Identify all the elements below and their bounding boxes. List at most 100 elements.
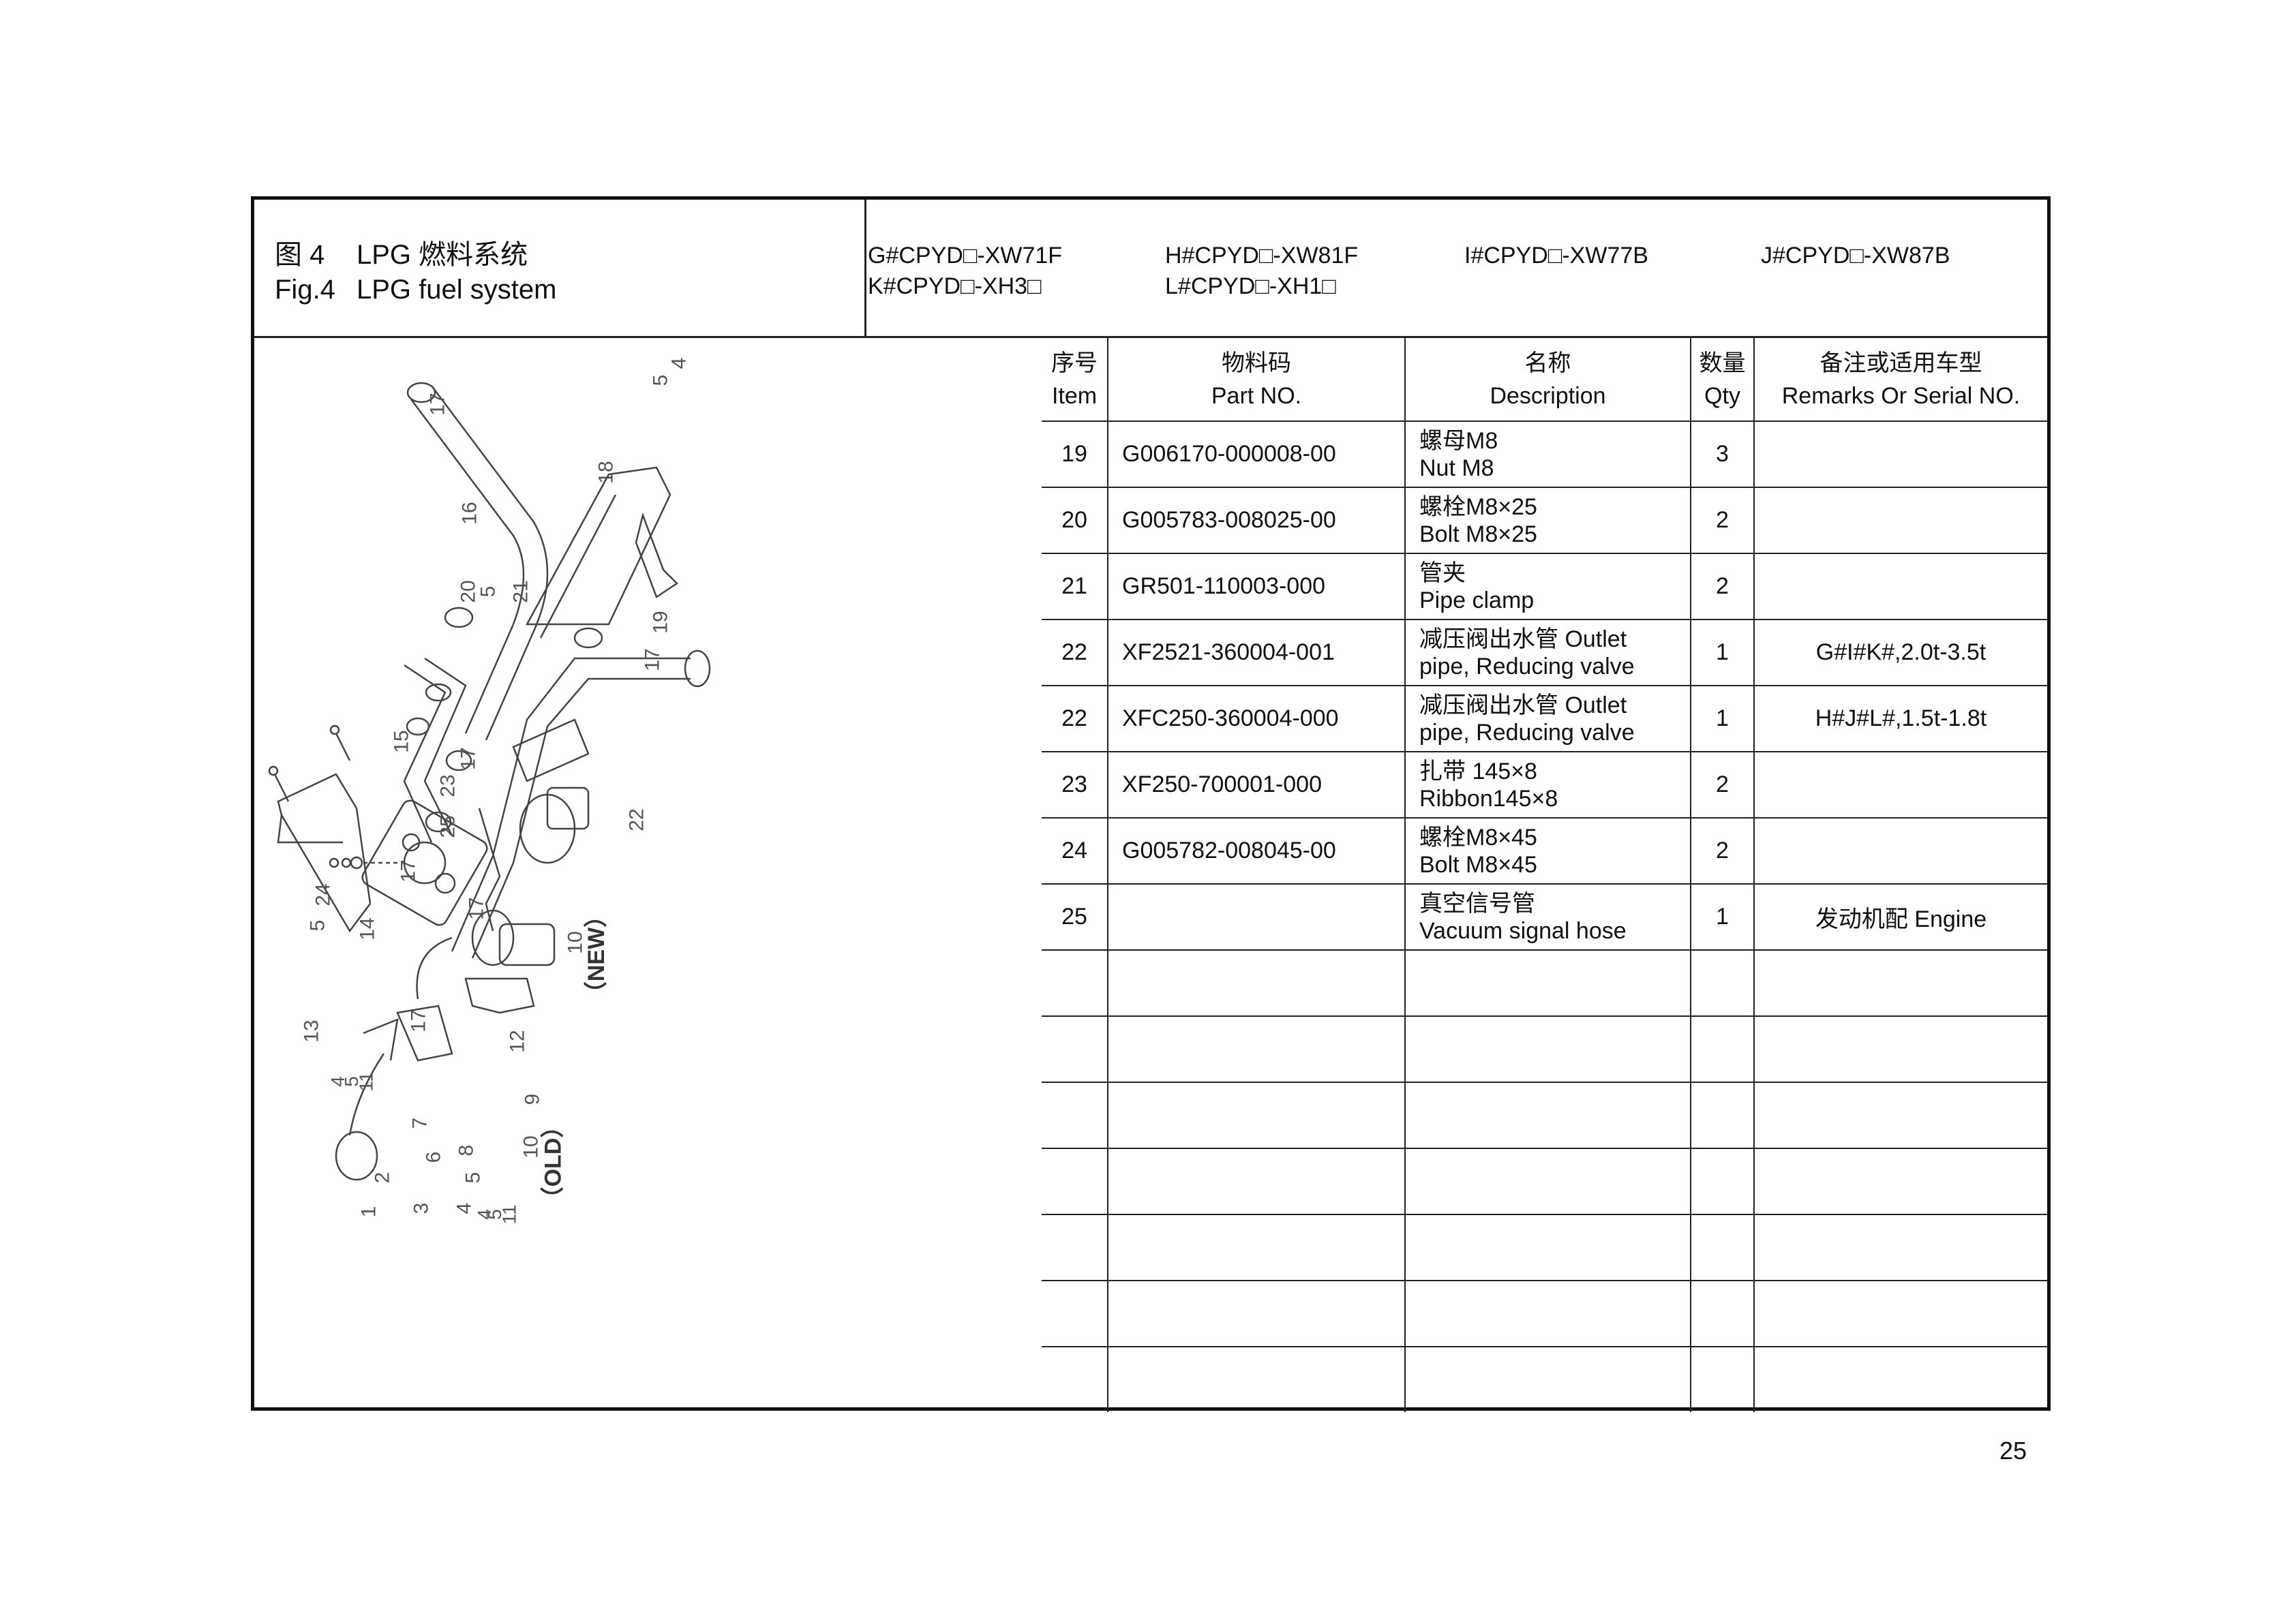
cell-remarks <box>1753 751 2047 818</box>
exploded-view-diagram: 17 16 18 4 5 20 5 21 19 17 15 17 23 25 2… <box>254 338 1042 1407</box>
model-code: H#CPYD□-XW81F <box>1165 243 1359 269</box>
cell-empty <box>1690 1280 1755 1347</box>
cell-empty <box>1753 1214 2047 1281</box>
callout-11: 11 <box>355 1071 377 1092</box>
cell-remarks <box>1753 553 2047 620</box>
model-code: J#CPYD□-XW87B <box>1761 243 1950 269</box>
callout-25: 25 <box>436 815 459 838</box>
callout-5: 5 <box>462 1172 485 1184</box>
description-en: Nut M8 <box>1419 455 1494 481</box>
table-row-empty <box>1042 1280 2047 1347</box>
cell-empty <box>1042 949 1108 1017</box>
callout-3: 3 <box>410 1202 433 1214</box>
description-en: Vacuum signal hose <box>1419 917 1627 944</box>
callout-17: 17 <box>465 897 488 920</box>
callout-8: 8 <box>455 1144 478 1157</box>
cell-part-no: G005782-008045-00 <box>1107 817 1406 885</box>
cell-empty <box>1690 1015 1755 1083</box>
description-en: Bolt M8×25 <box>1419 521 1537 547</box>
cell-part-no: G005783-008025-00 <box>1107 487 1406 554</box>
callout-17: 17 <box>426 393 449 416</box>
table-row-empty <box>1042 1148 2047 1215</box>
cell-empty <box>1042 1346 1108 1412</box>
callout-11: 11 <box>498 1204 520 1225</box>
table-row-empty <box>1042 1214 2047 1281</box>
description-en: pipe, Reducing valve <box>1419 653 1635 679</box>
model-code: K#CPYD□-XH3□ <box>868 273 1042 299</box>
cell-remarks <box>1753 487 2047 554</box>
cell-empty <box>1107 1148 1406 1215</box>
description-cn: 螺栓M8×25 <box>1419 493 1537 520</box>
cell-qty: 1 <box>1690 619 1755 686</box>
header-en: Item <box>1051 382 1098 409</box>
cell-part-no: XF250-700001-000 <box>1107 751 1406 818</box>
cell-empty <box>1753 1280 2047 1347</box>
cell-remarks: G#I#K#,2.0t-3.5t <box>1753 619 2047 686</box>
cell-empty <box>1107 1082 1406 1149</box>
description-cn: 减压阀出水管 Outlet <box>1419 692 1627 718</box>
header-cn: 备注或适用车型 <box>1819 350 1982 376</box>
callout-24: 24 <box>312 883 335 906</box>
callout-5: 5 <box>649 374 672 386</box>
cell-qty: 2 <box>1690 487 1755 554</box>
cell-empty <box>1753 1148 2047 1215</box>
callout-17: 17 <box>641 648 664 671</box>
description-en: pipe, Reducing valve <box>1419 719 1635 746</box>
callout-23: 23 <box>436 774 459 797</box>
description-en: Pipe clamp <box>1419 587 1535 613</box>
cell-part-no: XF2521-360004-001 <box>1107 619 1406 686</box>
description-cn: 减压阀出水管 Outlet <box>1419 626 1627 652</box>
cell-empty <box>1042 1015 1108 1083</box>
callout-4: 4 <box>667 357 691 369</box>
table-row-empty <box>1042 1346 2047 1412</box>
cell-item: 20 <box>1042 487 1108 554</box>
figure-number-en: Fig.4 <box>275 275 335 305</box>
variant-label-new: （NEW） <box>584 904 610 1005</box>
cell-empty <box>1753 1346 2047 1412</box>
header-en: Description <box>1490 382 1606 409</box>
cell-item: 22 <box>1042 685 1108 752</box>
cell-empty <box>1042 1280 1108 1347</box>
cell-empty <box>1042 1082 1108 1149</box>
cell-empty <box>1404 1082 1691 1149</box>
cell-remarks: 发动机配 Engine <box>1753 883 2047 951</box>
callout-15: 15 <box>390 730 413 753</box>
callout-2: 2 <box>371 1172 394 1184</box>
cell-empty <box>1404 1015 1691 1083</box>
callout-5: 5 <box>306 919 329 932</box>
cell-remarks <box>1753 420 2047 488</box>
cell-part-no: GR501-110003-000 <box>1107 553 1406 620</box>
callout-9: 9 <box>521 1093 544 1105</box>
callout-1: 1 <box>357 1206 380 1218</box>
cell-empty <box>1404 1346 1691 1412</box>
cell-item: 25 <box>1042 883 1108 951</box>
cell-empty <box>1753 1015 2047 1083</box>
callout-17: 17 <box>397 859 420 883</box>
cell-qty: 1 <box>1690 685 1755 752</box>
header-cn: 物料码 <box>1222 350 1291 376</box>
cell-qty: 2 <box>1690 817 1755 885</box>
cell-empty <box>1404 1148 1691 1215</box>
cell-empty <box>1690 949 1755 1017</box>
callout-14: 14 <box>356 917 379 940</box>
cell-empty <box>1107 1280 1406 1347</box>
cell-part-no: G006170-000008-00 <box>1107 420 1406 488</box>
cell-empty <box>1690 1148 1755 1215</box>
description-cn: 真空信号管 <box>1419 890 1535 917</box>
callout-19: 19 <box>649 611 672 634</box>
cell-item: 21 <box>1042 553 1108 620</box>
cell-empty <box>1107 949 1406 1017</box>
cell-empty <box>1404 1214 1691 1281</box>
description-en: Bolt M8×45 <box>1419 851 1537 878</box>
